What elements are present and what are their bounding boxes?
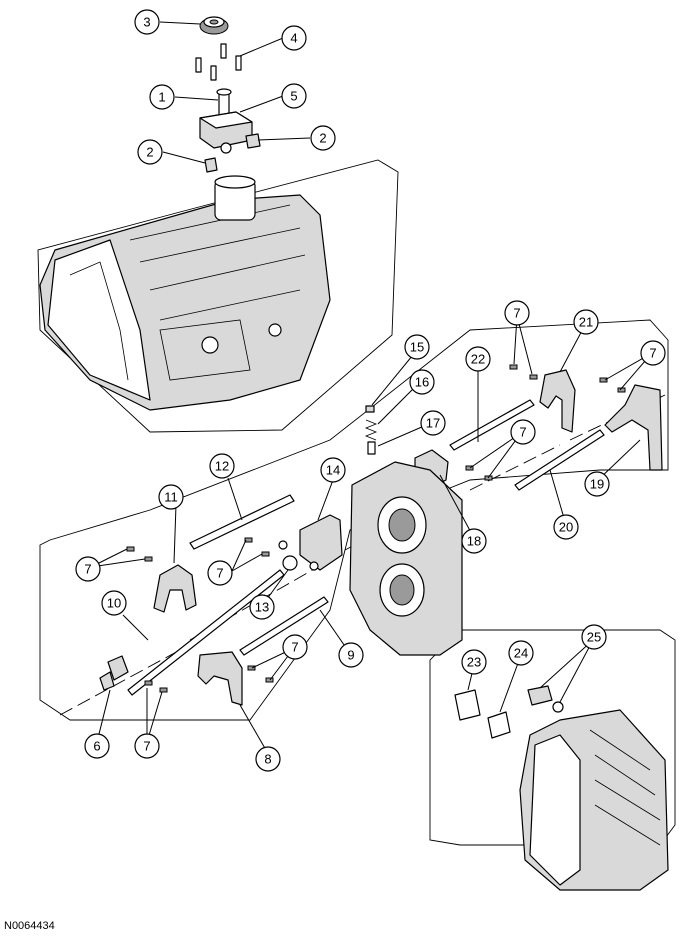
callout-14: 14 <box>320 457 346 483</box>
shift-rail-group-outline <box>39 319 669 721</box>
callout-5: 5 <box>281 83 307 109</box>
plug-part-23 <box>454 689 481 721</box>
svg-text:6: 6 <box>93 739 100 754</box>
svg-text:20: 20 <box>559 520 573 535</box>
svg-text:2: 2 <box>146 145 153 160</box>
shift-fork-11 <box>153 564 197 613</box>
callout-7-mid-right: 7 <box>510 419 536 445</box>
svg-text:11: 11 <box>164 490 178 505</box>
callout-2-left: 2 <box>137 139 163 165</box>
svg-text:13: 13 <box>255 600 269 615</box>
svg-text:7: 7 <box>143 739 150 754</box>
svg-text:8: 8 <box>264 752 271 767</box>
svg-text:1: 1 <box>158 90 165 105</box>
callout-16: 16 <box>409 369 435 395</box>
bolt-parts <box>195 43 242 81</box>
callout-20: 20 <box>553 514 579 540</box>
shift-housing-part <box>199 88 253 154</box>
callout-9: 9 <box>338 642 364 668</box>
svg-text:24: 24 <box>514 646 528 661</box>
spring-16 <box>364 419 378 441</box>
svg-text:5: 5 <box>290 89 297 104</box>
callout-1: 1 <box>149 84 175 110</box>
callout-11: 11 <box>158 484 184 510</box>
shift-fork-21 <box>539 369 576 433</box>
callout-7-center: 7 <box>207 560 233 586</box>
svg-text:12: 12 <box>215 459 229 474</box>
svg-text:4: 4 <box>290 31 297 46</box>
shift-rail-22 <box>449 399 535 451</box>
svg-text:15: 15 <box>410 340 424 355</box>
callout-2-right: 2 <box>310 125 336 151</box>
callout-8: 8 <box>255 746 281 772</box>
shift-fork-8 <box>197 651 243 706</box>
callout-7-left: 7 <box>75 556 101 582</box>
callout-24: 24 <box>508 640 534 666</box>
figure-id-label: N0064434 <box>4 920 55 932</box>
svg-text:22: 22 <box>471 352 485 367</box>
svg-text:7: 7 <box>519 425 526 440</box>
callout-7-lower: 7 <box>282 634 308 660</box>
svg-text:16: 16 <box>415 375 429 390</box>
svg-text:25: 25 <box>587 630 601 645</box>
pad-part-left <box>204 157 218 173</box>
interlock-plate-14 <box>299 514 343 571</box>
callout-6: 6 <box>84 733 110 759</box>
svg-text:10: 10 <box>107 596 121 611</box>
svg-text:21: 21 <box>579 315 593 330</box>
svg-text:7: 7 <box>291 640 298 655</box>
bolt-part-13a <box>278 540 288 550</box>
svg-text:14: 14 <box>326 463 340 478</box>
svg-text:7: 7 <box>513 306 520 321</box>
extension-housing-part <box>519 709 669 891</box>
pad-part-right <box>245 133 261 149</box>
svg-text:7: 7 <box>84 562 91 577</box>
intermediate-plate-part <box>349 461 463 656</box>
callout-7-bottom: 7 <box>134 733 160 759</box>
callout-4: 4 <box>281 25 307 51</box>
transmission-case-part <box>39 175 331 411</box>
interlock-part-13 <box>282 555 298 571</box>
shift-fork-19 <box>604 384 663 471</box>
callout-7-top: 7 <box>504 300 530 326</box>
callout-10: 10 <box>101 590 127 616</box>
svg-text:19: 19 <box>590 477 604 492</box>
svg-text:7: 7 <box>216 566 223 581</box>
svg-text:7: 7 <box>649 346 656 361</box>
roll-pin-parts <box>126 364 626 693</box>
svg-text:18: 18 <box>467 534 481 549</box>
svg-text:17: 17 <box>426 416 440 431</box>
shift-rail-12 <box>189 494 295 550</box>
svg-text:2: 2 <box>319 131 326 146</box>
callout-23: 23 <box>461 649 487 675</box>
svg-text:9: 9 <box>347 648 354 663</box>
shift-rail-9 <box>239 596 329 656</box>
callout-22: 22 <box>465 346 491 372</box>
transmission-case-outline <box>37 159 399 433</box>
callout-13: 13 <box>249 594 275 620</box>
plug-17 <box>367 441 376 455</box>
sensor-part-25 <box>527 685 553 706</box>
washer-part-25 <box>552 701 564 713</box>
bolt-part-13b <box>309 561 319 571</box>
svg-text:23: 23 <box>467 655 481 670</box>
detent-ball-15 <box>365 405 375 413</box>
shift-block-6 <box>99 655 129 691</box>
callout-12: 12 <box>209 453 235 479</box>
plug-part-24 <box>487 711 511 739</box>
callout-25: 25 <box>581 624 607 650</box>
callout-18: 18 <box>461 528 487 554</box>
callout-15: 15 <box>404 334 430 360</box>
callout-3: 3 <box>134 9 160 35</box>
extension-housing-outline <box>429 629 676 846</box>
svg-text:3: 3 <box>143 15 150 30</box>
callout-21: 21 <box>573 309 599 335</box>
shift-rail-20 <box>514 429 605 491</box>
bearing-part <box>199 16 229 35</box>
callout-17: 17 <box>420 410 446 436</box>
callout-7-right: 7 <box>640 340 666 366</box>
callout-19: 19 <box>584 471 610 497</box>
